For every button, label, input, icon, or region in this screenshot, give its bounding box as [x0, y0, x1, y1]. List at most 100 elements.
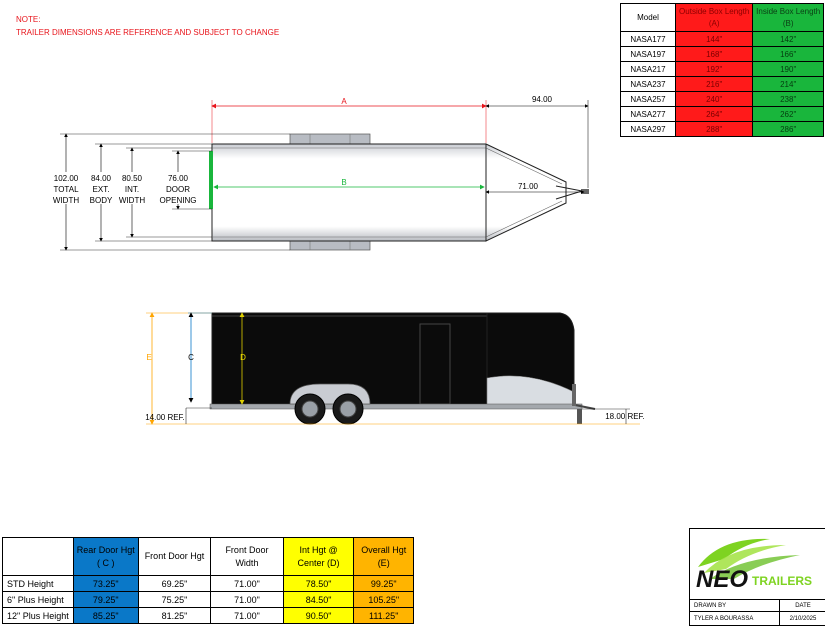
front-door-width-header: Front Door Width — [210, 537, 284, 576]
v-nose — [485, 143, 567, 242]
int-height-header: Int Hgt @ Center (D) — [282, 537, 355, 576]
outside-length-header-line1: Outside Box Length — [679, 6, 750, 16]
int-height-cell: 84.50" — [282, 591, 355, 608]
model-cell: NASA197 — [620, 46, 676, 62]
table-row: NASA257 240" 238" — [620, 91, 824, 107]
dim-total-width-value: 102.00 — [54, 174, 79, 183]
dim-label-e: E — [146, 353, 151, 362]
model-cell: NASA177 — [620, 31, 676, 47]
neo-trailers-logo: NEO TRAILERS — [696, 538, 812, 593]
model-table: Model Outside Box Length (A) Inside Box … — [620, 3, 824, 137]
note-text: TRAILER DIMENSIONS ARE REFERENCE AND SUB… — [16, 28, 280, 37]
title-block-header-row: DRAWN BY DATE — [690, 599, 825, 611]
rear-door-height-cell: 73.25" — [72, 575, 139, 592]
rear-door-header-line2: ( C ) — [96, 557, 115, 568]
rear-door-top — [209, 151, 213, 209]
int-height-header-line2: Center (D) — [297, 557, 340, 568]
rear-door-height-header: Rear Door Hgt ( C ) — [72, 537, 139, 576]
inside-length-cell: 166" — [752, 46, 824, 62]
dim-label-b: B — [341, 178, 346, 187]
dim-tongue: 94.00 — [532, 95, 553, 104]
fender-top — [289, 133, 371, 145]
int-height-cell: 78.50" — [282, 575, 355, 592]
dim-total-width-line3: WIDTH — [53, 196, 79, 205]
outside-length-cell: 144" — [674, 31, 754, 47]
inside-length-header: Inside Box Length (B) — [752, 3, 824, 32]
title-block-value-row: TYLER A BOURASSA 2/10/2025 — [690, 611, 825, 625]
side-view: E C D 14.00 REF. 18.00 REF. — [145, 312, 645, 425]
overall-height-cell: 105.25" — [353, 591, 414, 608]
row-label: 6" Plus Height — [2, 591, 74, 608]
outside-length-header-line2: (A) — [708, 18, 720, 28]
table-row: NASA297 288" 286" — [620, 121, 824, 137]
overall-height-header: Overall Hgt (E) — [353, 537, 414, 576]
dim-door-opening-line3: OPENING — [160, 196, 197, 205]
title-block: NEO TRAILERS DRAWN BY DATE TYLER A BOURA… — [689, 528, 825, 626]
outside-length-cell: 288" — [674, 121, 754, 137]
outside-length-header: Outside Box Length (A) — [674, 3, 754, 32]
drawn-by-label: DRAWN BY — [694, 602, 727, 609]
table-row: NASA177 144" 142" — [620, 31, 824, 47]
height-table-corner — [2, 537, 74, 576]
outside-length-cell: 216" — [674, 76, 754, 92]
overall-height-header-line2: (E) — [377, 557, 390, 568]
model-cell: NASA277 — [620, 106, 676, 122]
int-height-header-line1: Int Hgt @ — [299, 544, 338, 555]
row-label: 12" Plus Height — [2, 607, 74, 624]
front-door-width-cell: 71.00" — [210, 575, 284, 592]
table-row: NASA237 216" 214" — [620, 76, 824, 92]
inside-length-cell: 238" — [752, 91, 824, 107]
rear-door-height-cell: 85.25" — [72, 607, 139, 624]
date-value: 2/10/2025 — [779, 612, 825, 625]
dim-front-ref: 18.00 REF. — [605, 412, 645, 421]
outside-length-cell: 264" — [674, 106, 754, 122]
dim-ext-body-line2: EXT. — [93, 185, 110, 194]
dim-door-opening-value: 76.00 — [168, 174, 189, 183]
height-table: Rear Door Hgt ( C ) Front Door Hgt Front… — [2, 537, 414, 624]
trailer-drawing: A B 94.00 71.00 102.00 TOTAL WIDTH — [46, 95, 645, 425]
body-top — [211, 143, 487, 242]
dim-coupler: 71.00 — [518, 182, 539, 191]
table-row: STD Height 73.25" 69.25" 71.00" 78.50" 9… — [2, 575, 414, 592]
dim-ext-body-line3: BODY — [90, 196, 113, 205]
dim-total-width-line2: TOTAL — [53, 185, 79, 194]
table-row: NASA277 264" 262" — [620, 106, 824, 122]
outside-length-cell: 192" — [674, 61, 754, 77]
overall-height-cell: 99.25" — [353, 575, 414, 592]
model-cell: NASA217 — [620, 61, 676, 77]
logo-trailers-text: TRAILERS — [752, 574, 812, 588]
front-door-height-cell: 75.25" — [137, 591, 212, 608]
front-door-height-header: Front Door Hgt — [137, 537, 212, 576]
front-door-width-cell: 71.00" — [210, 591, 284, 608]
model-cell: NASA297 — [620, 121, 676, 137]
dim-label-c: C — [188, 353, 194, 362]
inside-length-header-line1: Inside Box Length — [756, 6, 821, 16]
model-header: Model — [620, 3, 676, 32]
model-cell: NASA257 — [620, 91, 676, 107]
front-door-height-cell: 69.25" — [137, 575, 212, 592]
front-door-width-cell: 71.00" — [210, 607, 284, 624]
outside-length-cell: 168" — [674, 46, 754, 62]
overall-height-header-line1: Overall Hgt — [361, 544, 407, 555]
dim-int-width-value: 80.50 — [122, 174, 143, 183]
table-row: NASA217 192" 190" — [620, 61, 824, 77]
inside-length-cell: 214" — [752, 76, 824, 92]
front-door-height-cell: 81.25" — [137, 607, 212, 624]
outside-length-cell: 240" — [674, 91, 754, 107]
inside-length-cell: 190" — [752, 61, 824, 77]
dim-ext-body-value: 84.00 — [91, 174, 112, 183]
date-label: DATE — [779, 600, 825, 611]
drawn-by-value: TYLER A BOURASSA — [694, 615, 754, 622]
rear-door-height-cell: 79.25" — [72, 591, 139, 608]
dim-rear-ref: 14.00 REF. — [145, 413, 185, 422]
dim-label-d: D — [240, 353, 246, 362]
inside-length-cell: 262" — [752, 106, 824, 122]
overall-height-cell: 111.25" — [353, 607, 414, 624]
rear-door-header-line1: Rear Door Hgt — [76, 544, 135, 555]
dim-int-width-line2: INT. — [125, 185, 139, 194]
table-row: 6" Plus Height 79.25" 75.25" 71.00" 84.5… — [2, 591, 414, 608]
table-row: NASA197 168" 166" — [620, 46, 824, 62]
note-heading: NOTE: — [16, 15, 41, 24]
dim-label-a: A — [341, 97, 347, 106]
top-view: A B 94.00 71.00 102.00 TOTAL WIDTH — [46, 95, 589, 251]
